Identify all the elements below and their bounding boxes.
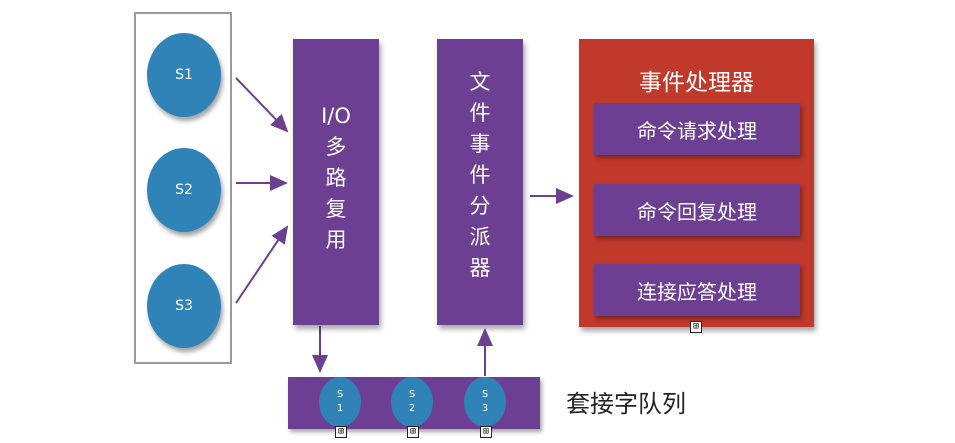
expand-icon[interactable]: ⊞ [335,426,347,438]
queue-slot-s1-bottom: 1 [336,403,344,414]
client-s1-label: S1 [175,67,193,83]
dispatcher-char: 派 [469,225,491,249]
dispatcher-char: 器 [469,256,491,280]
event-handler-title: 事件处理器 [639,70,754,96]
event-handler-box: 事件处理器 命令请求处理 命令回复处理 连接应答处理 [579,39,814,327]
client-s1: S1 [147,33,221,117]
io-multiplexer-char: 路 [325,166,347,190]
queue-slot-s2-bottom: 2 [408,403,416,414]
queue-slot-s3-bottom: 3 [481,403,489,414]
expand-icon[interactable]: ⊞ [480,426,492,438]
handler-connection-accept: 连接应答处理 [594,264,800,316]
client-s3: S3 [147,264,221,348]
queue-slot-s2: S 2 [391,377,433,427]
queue-slot-s3-top: S [481,389,489,400]
dispatcher-char: 件 [469,101,491,125]
queue-slot-s1: S 1 [319,377,361,427]
file-event-dispatcher-box: 文 件 事 件 分 派 器 [437,39,523,325]
dispatcher-char: 件 [469,163,491,187]
queue-slot-s3: S 3 [464,377,506,427]
dispatcher-char: 文 [469,70,491,94]
io-multiplexer-char: 复 [325,197,347,221]
io-multiplexer-box: I/O 多 路 复 用 [293,39,379,325]
socket-queue-label: 套接字队列 [566,390,686,418]
handler-command-reply: 命令回复处理 [594,184,800,236]
io-multiplexer-char: 多 [325,135,347,159]
client-s3-label: S3 [175,298,193,314]
dispatcher-char: 分 [469,194,491,218]
handler-command-request: 命令请求处理 [594,103,800,155]
client-s2: S2 [147,148,221,232]
io-multiplexer-char: I/O [321,104,351,128]
client-s2-label: S2 [175,182,193,198]
socket-queue-box: S 1 S 2 S 3 [288,377,540,429]
queue-slot-s2-top: S [408,389,416,400]
arrow-s1-to-io [235,77,289,133]
queue-slot-s1-top: S [336,389,344,400]
expand-icon[interactable]: ⊞ [407,426,419,438]
io-multiplexer-char: 用 [325,228,347,252]
dispatcher-char: 事 [469,132,491,156]
arrow-s3-to-io [235,225,289,304]
expand-icon[interactable]: ⊞ [690,321,702,333]
